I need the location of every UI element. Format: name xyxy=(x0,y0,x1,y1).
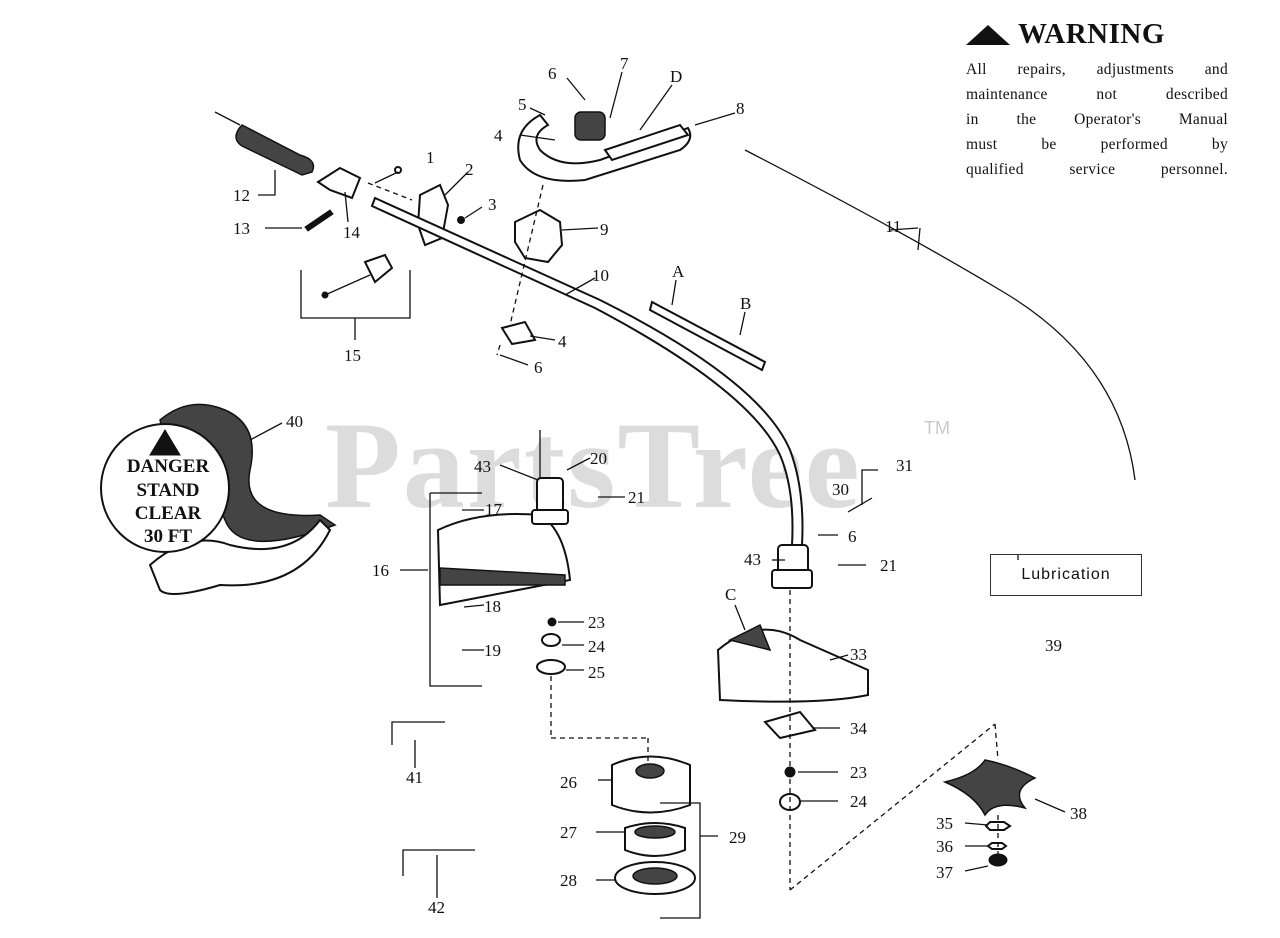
danger-line-4: 30 FT xyxy=(144,526,192,547)
callout-12: 12 xyxy=(233,186,250,205)
warning-line: must be performed by xyxy=(966,136,1228,153)
part-16-guard xyxy=(436,513,572,607)
watermark-trademark: TM xyxy=(924,418,950,438)
callout-28: 28 xyxy=(560,871,577,890)
danger-label: DANGER STAND CLEAR 30 FT xyxy=(127,456,210,547)
callout-30: 30 xyxy=(832,480,849,499)
part-12-handle-grip xyxy=(214,111,315,176)
part-9-handle-bracket xyxy=(514,208,564,264)
warning-notice: WARNING All repairs, adjustments and mai… xyxy=(966,18,1228,182)
callout-23-right: 23 xyxy=(850,763,867,782)
callout-10: 10 xyxy=(592,266,609,285)
danger-line-1: DANGER xyxy=(127,456,210,477)
warning-triangle-icon xyxy=(966,24,1010,45)
callout-4-lower: 4 xyxy=(558,332,567,351)
part-D-throttle-cable-guide xyxy=(603,123,690,162)
warning-line: qualified service personnel. xyxy=(966,161,1228,178)
part-AB-shaft xyxy=(648,300,767,372)
callout-B: B xyxy=(740,294,751,313)
part-13-screw xyxy=(304,209,334,232)
part-4-clamp xyxy=(500,320,537,346)
callout-11: 11 xyxy=(885,217,901,236)
callout-36: 36 xyxy=(936,837,953,856)
callout-43-left: 43 xyxy=(474,457,491,476)
part-26-spool-housing xyxy=(611,755,691,814)
callout-5: 5 xyxy=(518,95,527,114)
callout-16: 16 xyxy=(372,561,389,580)
callout-6-top: 6 xyxy=(548,64,557,83)
leader-lines xyxy=(249,71,1066,919)
callout-13: 13 xyxy=(233,219,250,238)
callout-29: 29 xyxy=(729,828,746,847)
callout-39: 39 xyxy=(1045,636,1062,655)
callout-9: 9 xyxy=(600,220,609,239)
callout-4-upper: 4 xyxy=(494,126,503,145)
warning-text: All repairs, adjustments and maintenance… xyxy=(966,57,1228,182)
part-3-nut xyxy=(457,216,465,224)
part-11-cable xyxy=(744,149,1136,481)
callout-2: 2 xyxy=(465,160,474,179)
callout-40: 40 xyxy=(286,412,303,431)
part-43-gearhead xyxy=(531,430,813,589)
part-38-blade xyxy=(942,759,1037,817)
part-5-handle xyxy=(517,111,692,182)
part-42-hex-key xyxy=(402,849,475,876)
callout-43-right: 43 xyxy=(744,550,761,569)
callout-A: A xyxy=(672,262,685,281)
part-1-nut xyxy=(394,166,402,174)
callout-6-right: 6 xyxy=(848,527,857,546)
callout-1: 1 xyxy=(426,148,435,167)
warning-line: in the Operator's Manual xyxy=(966,111,1228,128)
callout-17: 17 xyxy=(485,500,503,519)
warning-line: All repairs, adjustments and xyxy=(966,61,1228,78)
part-27-spool xyxy=(624,822,686,857)
callout-18: 18 xyxy=(484,597,501,616)
callout-8: 8 xyxy=(736,99,745,118)
callout-15: 15 xyxy=(344,346,361,365)
callout-24-right: 24 xyxy=(850,792,868,811)
danger-line-2: STAND xyxy=(137,480,200,501)
warning-title: WARNING xyxy=(1018,18,1165,50)
callout-42: 42 xyxy=(428,898,445,917)
callout-38: 38 xyxy=(1070,804,1087,823)
callout-23-left: 23 xyxy=(588,613,605,632)
callout-20: 20 xyxy=(590,449,607,468)
part-41-hex-key xyxy=(391,721,445,745)
part-14-throttle xyxy=(316,166,362,200)
part-15-bolt-assembly xyxy=(321,253,394,299)
part-40-shoulder-strap xyxy=(100,403,337,595)
callout-21-right: 21 xyxy=(880,556,897,575)
callouts: 1 2 3 4 4 5 6 6 6 7 8 9 10 11 12 13 14 1… xyxy=(233,54,1087,917)
callout-7: 7 xyxy=(620,54,629,73)
callout-31: 31 xyxy=(896,456,913,475)
callout-37: 37 xyxy=(936,863,954,882)
callout-14: 14 xyxy=(343,223,361,242)
warning-line: maintenance not described xyxy=(966,86,1228,103)
callout-D: D xyxy=(670,67,682,86)
callout-24-left: 24 xyxy=(588,637,606,656)
part-33-deflector xyxy=(716,623,869,703)
callout-34: 34 xyxy=(850,719,868,738)
warning-heading: WARNING xyxy=(966,18,1228,51)
callout-3: 3 xyxy=(488,195,497,214)
callout-C: C xyxy=(725,585,736,604)
part-28-spool-cover xyxy=(614,861,696,895)
lubrication-label: Lubrication xyxy=(990,554,1142,596)
assembly-guide-lines xyxy=(367,182,999,891)
callout-41: 41 xyxy=(406,768,423,787)
callout-25: 25 xyxy=(588,663,605,682)
danger-line-3: CLEAR xyxy=(135,503,202,524)
callout-35: 35 xyxy=(936,814,953,833)
callout-21-left: 21 xyxy=(628,488,645,507)
callout-6-mid: 6 xyxy=(534,358,543,377)
callout-27: 27 xyxy=(560,823,578,842)
callout-19: 19 xyxy=(484,641,501,660)
callout-33: 33 xyxy=(850,645,867,664)
callout-26: 26 xyxy=(560,773,577,792)
